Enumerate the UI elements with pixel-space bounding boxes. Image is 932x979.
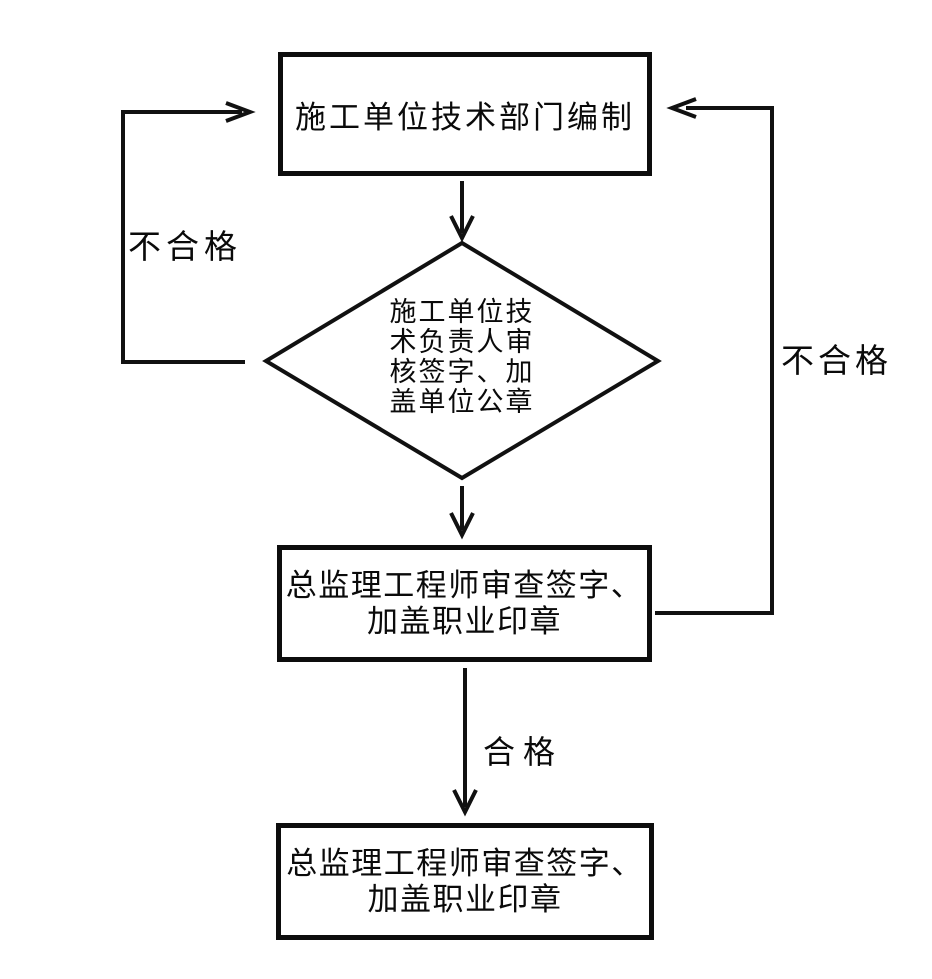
edge-decision-fail-loop-arrowhead [225,101,256,123]
edge-label-fail-left: 不合格 [128,230,242,266]
node-chief-review-label-line: 加盖职业印章 [367,603,562,639]
edge-chief-fail-loop-arrowhead [666,97,697,119]
edge-chief-to-final-arrowhead [452,789,478,817]
node-compile-box: 施工单位技术部门编制 [278,52,652,176]
node-chief-review-label-line: 总监理工程师审查签字、 [285,567,644,603]
node-decision-diamond [262,240,662,481]
node-decision-label: 施工单位技 术负责人审 核签字、加 盖单位公章 [362,297,562,417]
edge-chief-fail-loop [655,106,774,615]
node-final-label-line: 加盖职业印章 [367,881,563,917]
node-chief-review-box: 总监理工程师审查签字、 加盖职业印章 [277,545,652,662]
edge-decision-to-chief-arrowhead [449,512,475,540]
node-decision-label-line: 核签字、加 [389,357,535,387]
edge-compile-to-decision-arrowhead [449,215,475,243]
node-final-label-line: 总监理工程师审查签字、 [286,845,644,881]
node-decision-label-line: 术负责人审 [389,327,535,357]
edge-decision-fail-loop [121,110,245,364]
edge-label-fail-right: 不合格 [781,344,892,380]
node-decision-label-line: 施工单位技 [389,297,535,327]
node-decision-label-line: 盖单位公章 [389,387,535,417]
node-final-box: 总监理工程师审查签字、 加盖职业印章 [276,823,654,940]
edge-label-pass: 合格 [483,734,564,770]
node-compile-label: 施工单位技术部门编制 [295,99,635,135]
